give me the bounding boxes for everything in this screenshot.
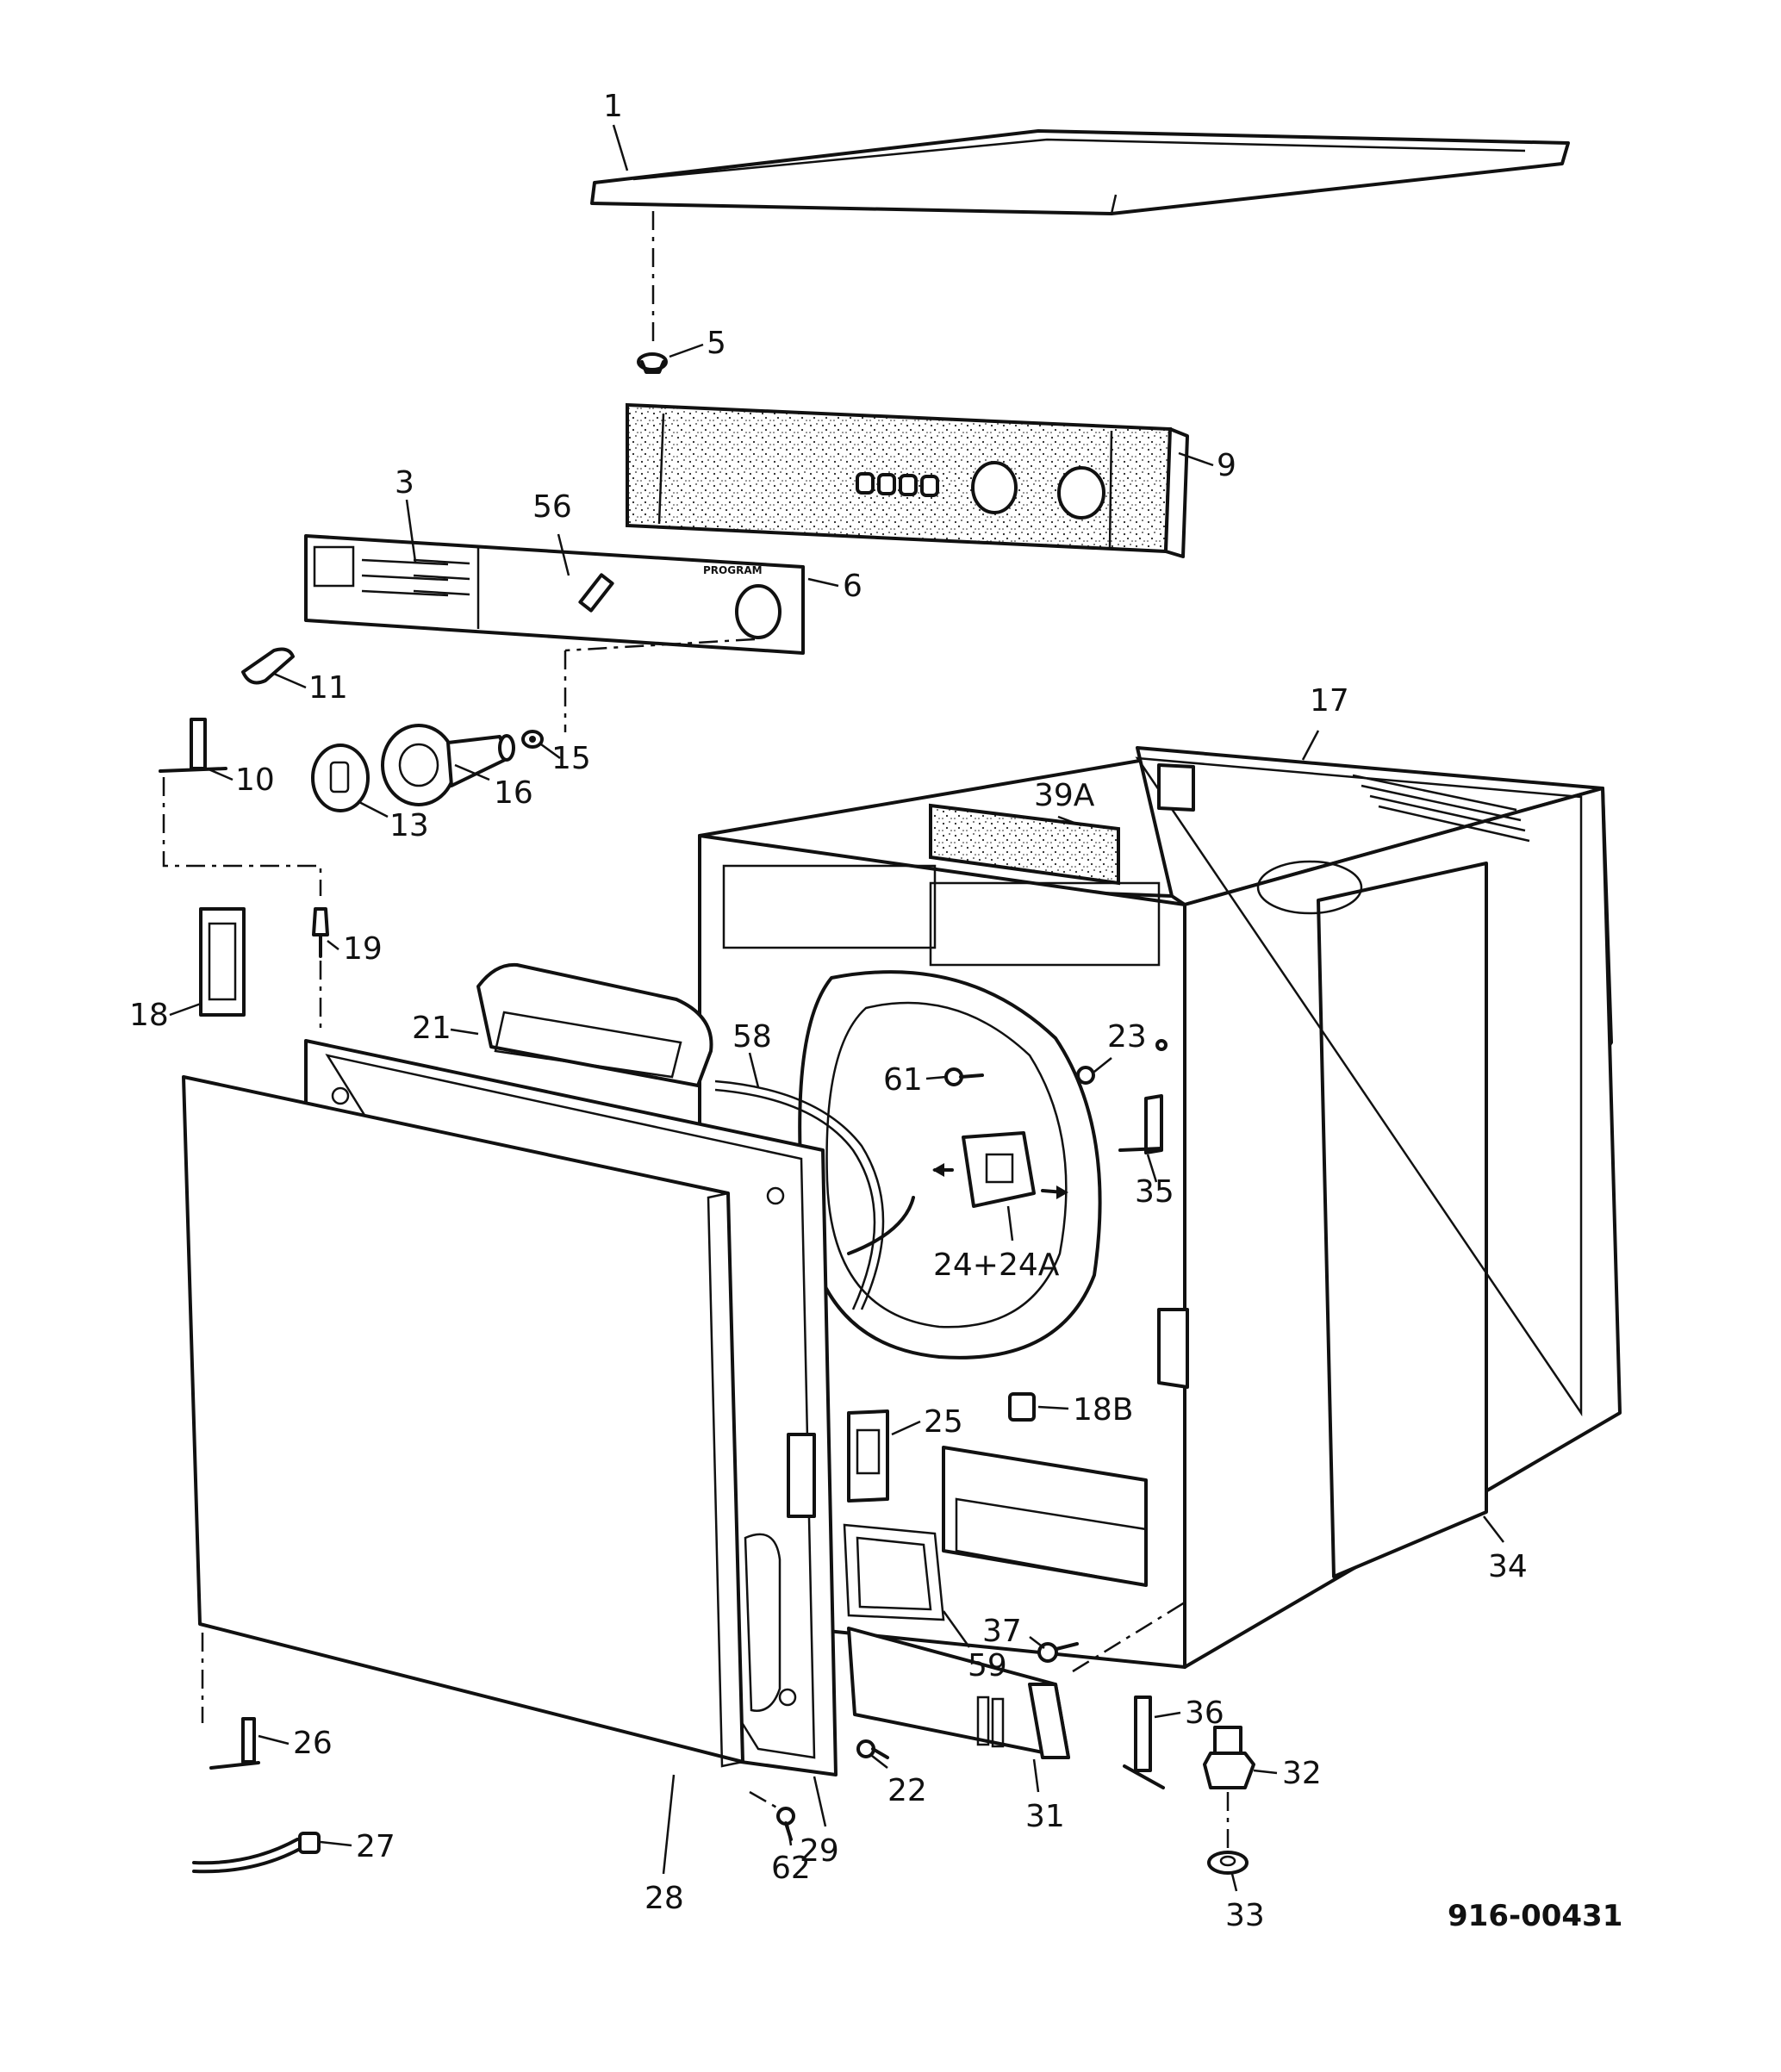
hose-27: [192, 1832, 321, 1874]
leader-dash: [1072, 1601, 1186, 1673]
callout-35: 35: [1135, 1174, 1174, 1210]
callout-27: 27: [356, 1829, 395, 1864]
cable-58: [714, 1080, 885, 1310]
plinth-31: [847, 1627, 1070, 1759]
callout-25: 25: [924, 1404, 963, 1440]
callout-3: 3: [395, 465, 414, 501]
callout-29: 29: [800, 1833, 839, 1869]
screw-61: [944, 1067, 984, 1086]
control-panel-housing: [626, 402, 1189, 558]
gasket-strip-59: [843, 1523, 945, 1621]
selector-knob-13: [311, 744, 370, 812]
hook-35: [1118, 1094, 1163, 1154]
top-cover: [590, 129, 1570, 215]
door-lock-24: [932, 1131, 1068, 1208]
leader-lines: [169, 124, 1504, 1892]
callout-9: 9: [1217, 448, 1236, 483]
bracket-26: [209, 1717, 260, 1770]
callout-16: 16: [494, 775, 533, 811]
callout-32: 32: [1282, 1756, 1322, 1791]
callout-11: 11: [308, 670, 348, 706]
callout-33: 33: [1225, 1898, 1265, 1933]
rear-coil: [1352, 774, 1530, 843]
callout-10: 10: [235, 762, 275, 798]
callout-13: 13: [389, 808, 429, 843]
nut-15: [521, 730, 544, 749]
door-frame-21: [476, 962, 713, 1087]
clip-part: [637, 352, 668, 374]
door-panel-28: [182, 1075, 744, 1768]
pin-19: [312, 907, 329, 958]
leader-dash: [749, 1790, 781, 1811]
leader-dash: [162, 777, 322, 896]
lower-aperture: [942, 1446, 1148, 1587]
callout-37: 37: [982, 1614, 1022, 1649]
callout-5: 5: [707, 326, 726, 361]
leader-dash: [564, 638, 756, 652]
callout-6: 6: [843, 569, 862, 604]
drawing-number: 916-00431: [1448, 1899, 1622, 1933]
door-switch-25: [847, 1409, 889, 1503]
screw-22: [856, 1739, 889, 1759]
callout-26: 26: [293, 1726, 333, 1761]
callout-58: 58: [732, 1019, 772, 1055]
fascia-plate: PROGRAM: [304, 534, 805, 655]
programme-knob-16: [381, 724, 515, 806]
panel-buttons: [856, 472, 939, 497]
bracket-10: [159, 718, 227, 773]
callout-19: 19: [343, 931, 383, 967]
screw-62: [776, 1807, 795, 1841]
bracket-36: [1123, 1696, 1165, 1789]
callout-21: 21: [412, 1011, 451, 1046]
callout-36: 36: [1185, 1696, 1224, 1731]
foot-32: [1203, 1726, 1255, 1789]
callout-34: 34: [1488, 1549, 1528, 1584]
cable-58b: [714, 1088, 876, 1310]
catch-18b: [1008, 1392, 1036, 1422]
hinge-18: [199, 907, 246, 1017]
callout-28: 28: [645, 1881, 684, 1916]
callout-39a: 39A: [1034, 778, 1095, 813]
drum-opening: [798, 970, 1102, 1360]
callout-56: 56: [532, 489, 572, 525]
grommet-23: [1076, 1039, 1168, 1085]
callout-18b: 18B: [1073, 1392, 1134, 1428]
callout-18: 18: [129, 998, 169, 1033]
callout-31: 31: [1025, 1799, 1065, 1834]
callout-17: 17: [1310, 683, 1349, 719]
callout-1: 1: [603, 89, 623, 124]
callout-61: 61: [883, 1062, 923, 1098]
fascia-legend: [313, 545, 470, 597]
callout-59: 59: [968, 1648, 1007, 1683]
knob-11: [241, 647, 295, 685]
callout-labels: 1 3 5 6 9 10 11 13 15 16 17 18 18B 19 21…: [129, 89, 1622, 1933]
foot-cap-33: [1207, 1851, 1249, 1875]
panel-program-label: PROGRAM: [703, 564, 763, 576]
callout-15: 15: [551, 741, 591, 776]
callout-24-24a: 24+24A: [933, 1248, 1060, 1283]
callout-62: 62: [771, 1851, 811, 1886]
callout-22: 22: [887, 1773, 927, 1808]
slot: [1157, 1308, 1189, 1389]
callout-23: 23: [1107, 1019, 1147, 1055]
